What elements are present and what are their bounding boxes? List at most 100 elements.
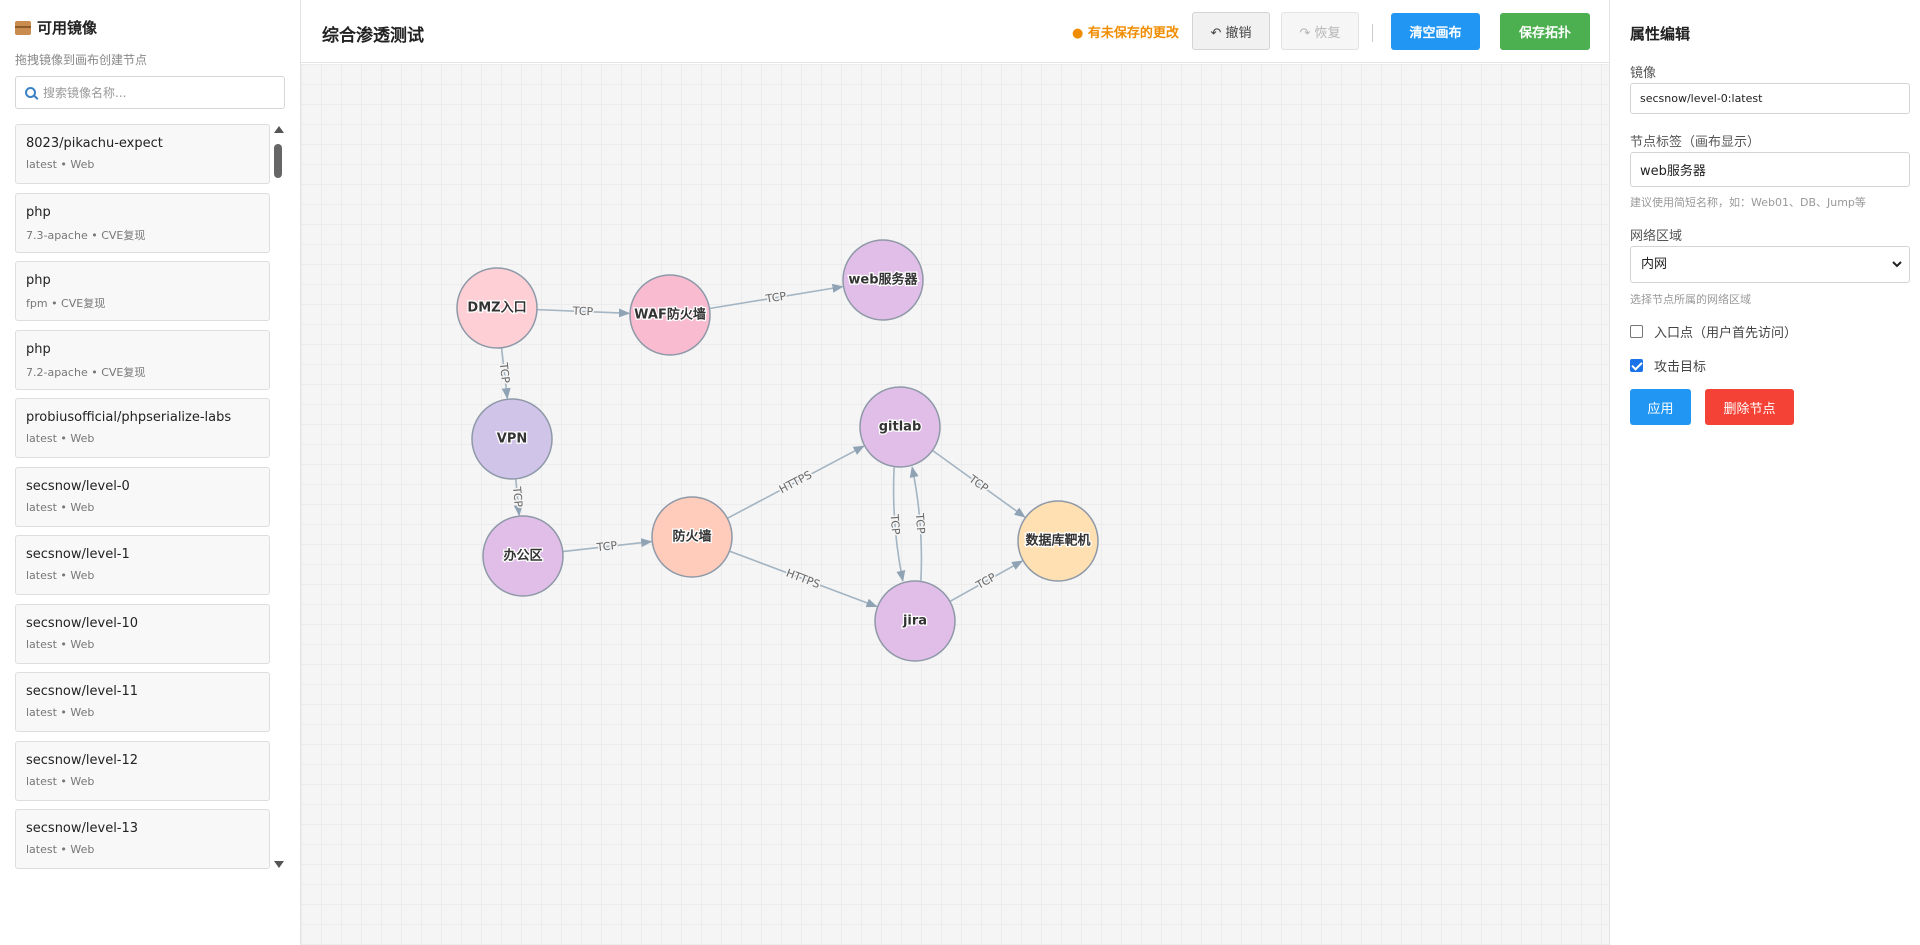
image-meta: latest • Web — [26, 500, 95, 514]
undo-button[interactable]: ↶ 撤销 — [1192, 12, 1270, 50]
image-list-item[interactable]: secsnow/level-1 latest • Web — [15, 535, 270, 595]
image-meta: 7.2-apache • CVE复现 — [26, 365, 146, 379]
topology-node-db[interactable]: 数据库靶机 — [1017, 500, 1099, 582]
sidebar-hint: 拖拽镜像到画布创建节点 — [15, 53, 148, 67]
node-label: DMZ入口 — [467, 301, 526, 316]
zone-field-label: 网络区域 — [1630, 229, 1683, 244]
topology-node-dmz[interactable]: DMZ入口 — [456, 267, 538, 349]
topology-edge[interactable] — [949, 560, 1024, 603]
topology-node-fw[interactable]: 防火墙 — [651, 496, 733, 578]
topology-edge[interactable] — [562, 538, 653, 553]
entry-point-row[interactable]: 入口点（用户首先访问） — [1630, 322, 1797, 341]
topology-edge[interactable] — [931, 449, 1026, 518]
topology-node-jira[interactable]: jira — [874, 580, 956, 662]
node-circle[interactable] — [471, 398, 553, 480]
node-label-input[interactable] — [1640, 162, 1900, 177]
node-label: 防火墙 — [672, 529, 711, 545]
topology-edge[interactable] — [709, 283, 844, 310]
image-list-item[interactable]: secsnow/level-0 latest • Web — [15, 466, 270, 527]
edge-protocol-label: TCP — [497, 361, 512, 384]
editor-header: 综合渗透测试 ● 有未保存的更改 ↶ 撤销 ↷ 恢复 清空画布 保存拓扑 — [301, 0, 1609, 63]
topology-node-office[interactable]: 办公区 — [482, 515, 564, 597]
save-topology-button[interactable]: 保存拓扑 — [1500, 13, 1590, 50]
image-search-input[interactable] — [43, 85, 273, 100]
image-meta: latest • Web — [26, 706, 95, 719]
topology-edge[interactable] — [892, 467, 906, 582]
image-meta: latest • Web — [26, 569, 95, 582]
node-circle[interactable] — [651, 496, 733, 578]
node-label-hint: 建议使用简短名称，如：Web01、DB、Jump等 — [1630, 196, 1866, 209]
node-circle[interactable] — [859, 386, 941, 468]
redo-button[interactable]: ↷ 恢复 — [1281, 12, 1359, 50]
edge-protocol-label: TCP — [973, 570, 998, 592]
edge-protocol-label: TCP — [913, 512, 928, 535]
edge-protocol-label: TCP — [966, 472, 991, 495]
node-label-field[interactable] — [1630, 152, 1910, 187]
image-input[interactable] — [1640, 92, 1900, 105]
scroll-thumb[interactable] — [274, 144, 282, 178]
property-panel: 属性编辑 镜像 节点标签（画布显示） 建议使用简短名称，如：Web01、DB、J… — [1609, 0, 1920, 945]
entry-point-checkbox[interactable] — [1630, 325, 1643, 338]
zone-select-field[interactable]: 内网 — [1630, 246, 1910, 283]
topology-node-web[interactable]: web服务器 — [842, 239, 924, 321]
topology-edge[interactable] — [729, 550, 878, 608]
attack-target-label: 攻击目标 — [1654, 360, 1707, 375]
image-meta: latest • Web — [26, 637, 95, 651]
node-label: VPN — [497, 432, 527, 447]
edge-protocol-label: HTTPS — [784, 567, 821, 592]
image-name: secsnow/level-1 — [26, 547, 130, 562]
topology-node-waf[interactable]: WAF防火墙 — [629, 274, 711, 356]
image-name: probiusofficial/phpserialize-labs — [26, 410, 232, 425]
attack-target-checkbox[interactable] — [1630, 359, 1643, 372]
edge-protocol-label: TCP — [595, 539, 618, 554]
property-panel-title: 属性编辑 — [1630, 25, 1691, 43]
zone-select[interactable]: 内网 — [1637, 256, 1905, 273]
package-icon — [15, 20, 31, 35]
node-label: web服务器 — [848, 272, 918, 288]
image-search-box[interactable] — [15, 76, 285, 109]
node-circle[interactable] — [1017, 500, 1099, 582]
topology-edge[interactable] — [500, 347, 511, 400]
image-name: secsnow/level-0 — [26, 478, 130, 494]
topology-edge[interactable] — [513, 478, 523, 517]
entry-point-label: 入口点（用户首先访问） — [1654, 326, 1798, 341]
scroll-down-arrow-icon[interactable] — [274, 861, 284, 868]
node-label: 办公区 — [503, 548, 542, 564]
node-label-field-label: 节点标签（画布显示） — [1630, 135, 1761, 150]
image-meta: 7.3-apache • CVE复现 — [26, 228, 146, 242]
clear-canvas-button[interactable]: 清空画布 — [1391, 13, 1480, 50]
image-sidebar: 可用镜像 拖拽镜像到画布创建节点 8023/pikachu-expectlate… — [0, 0, 301, 945]
image-list-scrollbar[interactable] — [273, 124, 284, 870]
topology-edge[interactable] — [536, 308, 631, 318]
topology-edge[interactable] — [726, 445, 865, 520]
node-circle[interactable] — [629, 274, 711, 356]
image-meta: fpm • CVE复现 — [26, 297, 106, 310]
scroll-up-arrow-icon[interactable] — [274, 126, 284, 133]
edge-protocol-label: HTTPS — [777, 468, 814, 496]
attack-target-row[interactable]: 攻击目标 — [1630, 356, 1706, 375]
apply-button[interactable]: 应用 — [1630, 389, 1691, 425]
topology-node-vpn[interactable]: VPN — [471, 398, 553, 480]
node-circle[interactable] — [874, 580, 956, 662]
node-circle[interactable] — [842, 239, 924, 321]
image-name: secsnow/level-13 — [26, 821, 139, 836]
node-circle[interactable] — [482, 515, 564, 597]
topology-node-gitlab[interactable]: gitlab — [859, 386, 941, 468]
topology-edge[interactable] — [909, 466, 923, 581]
node-circle[interactable] — [456, 267, 538, 349]
image-field[interactable] — [1630, 83, 1910, 114]
sidebar-title: 可用镜像 — [15, 17, 97, 38]
edge-protocol-label: TCP — [764, 289, 788, 305]
delete-node-button[interactable]: 删除节点 — [1705, 389, 1794, 425]
